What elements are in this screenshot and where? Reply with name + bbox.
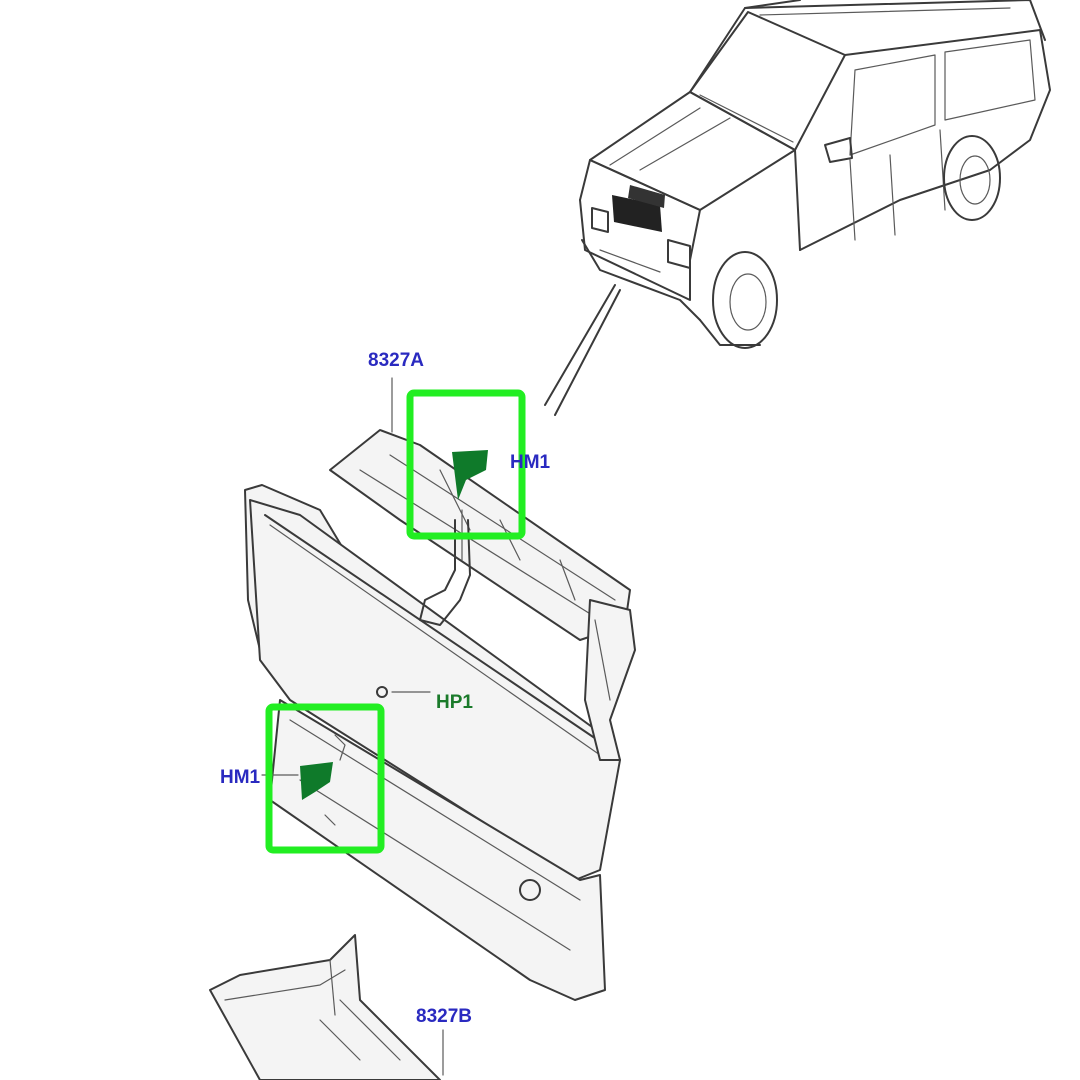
hm1-fastener-left xyxy=(300,762,333,800)
callout-8327b: 8327B xyxy=(416,1006,472,1027)
callout-hm1-top: HM1 xyxy=(510,452,551,473)
lower-duct xyxy=(209,934,441,1080)
vehicle-illustration xyxy=(579,0,1051,349)
leader-line xyxy=(554,289,621,416)
callout-hp1: HP1 xyxy=(436,692,473,713)
highlight-box-top xyxy=(406,389,526,540)
callout-hm1-left: HM1 xyxy=(220,767,261,788)
leader-line xyxy=(544,284,616,406)
highlight-box-left xyxy=(265,703,385,854)
hm1-fastener-top xyxy=(452,450,488,500)
air-deflector-assembly xyxy=(244,429,636,1001)
callout-8327a: 8327A xyxy=(368,350,424,371)
